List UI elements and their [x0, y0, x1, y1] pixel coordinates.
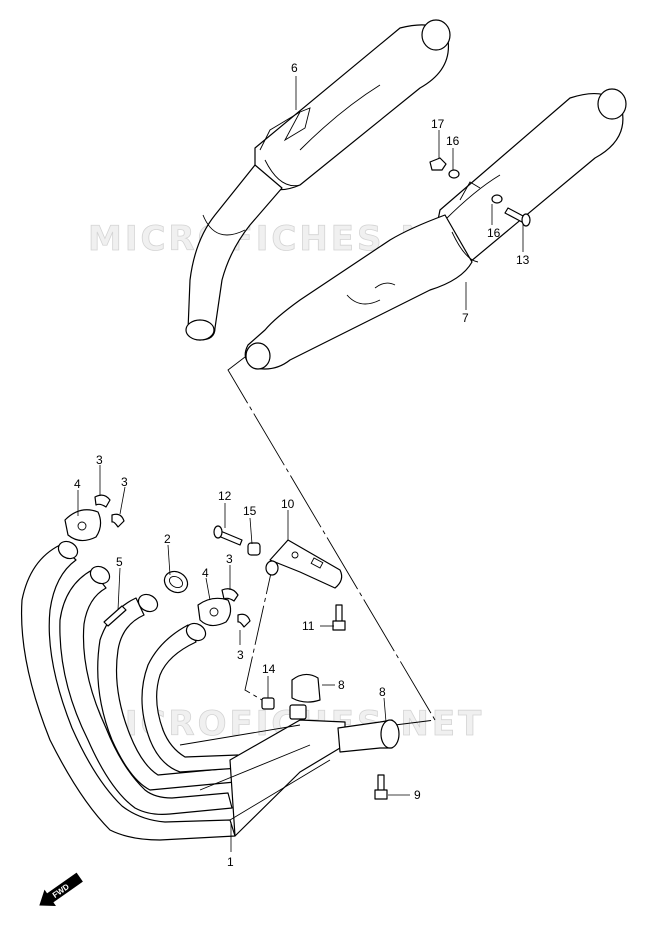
retainer-3-set[interactable]: [94, 494, 251, 628]
callout-2: 2: [164, 532, 171, 546]
bolt-9[interactable]: [374, 774, 388, 800]
exhaust-header-pipes[interactable]: [20, 538, 346, 841]
callout-6: 6: [291, 61, 298, 75]
bolt-12[interactable]: [213, 525, 243, 546]
callout-7: 7: [462, 311, 469, 325]
muffler-right[interactable]: [244, 88, 627, 370]
callout-17: 17: [431, 117, 445, 131]
muffler-bracket-10[interactable]: [265, 539, 343, 589]
callout-3-a: 3: [96, 453, 103, 467]
nut-17[interactable]: [429, 157, 447, 171]
washer-16-upper[interactable]: [448, 169, 460, 179]
callout-12: 12: [218, 489, 232, 503]
collar-15[interactable]: [247, 542, 261, 556]
callout-8-clamp: 8: [338, 678, 345, 692]
muffler-left[interactable]: [185, 19, 451, 341]
callout-13: 13: [516, 253, 530, 267]
callout-3-c: 3: [226, 552, 233, 566]
flange-4-lower[interactable]: [197, 597, 232, 627]
callout-9: 9: [414, 788, 421, 802]
leader-lines: [77, 76, 524, 852]
stud-bolt-5[interactable]: [103, 605, 127, 627]
callout-labels: 6 17 16 16 13 7 3 3 4 12 10 15 2 5 3 4 1…: [74, 61, 530, 869]
callout-3-d: 3: [237, 648, 244, 662]
forward-arrow-icon: FWD: [39, 872, 83, 907]
callout-8-joint: 8: [379, 685, 386, 699]
callout-10: 10: [281, 497, 295, 511]
gasket-2[interactable]: [161, 567, 192, 596]
washer-16-lower[interactable]: [491, 194, 503, 204]
joint-pipe-clamp[interactable]: [289, 673, 400, 753]
assembly-outline: [227, 356, 436, 726]
callout-5: 5: [116, 555, 123, 569]
callout-16-lower: 16: [487, 226, 501, 240]
callout-1: 1: [227, 855, 234, 869]
bolt-11[interactable]: [332, 604, 346, 631]
callout-16-upper: 16: [446, 134, 460, 148]
callout-15: 15: [243, 504, 257, 518]
callout-4-lower: 4: [202, 566, 209, 580]
callout-4-upper: 4: [74, 477, 81, 491]
callout-3-b: 3: [121, 475, 128, 489]
callout-11: 11: [302, 619, 315, 633]
nut-14[interactable]: [261, 697, 275, 710]
callout-14: 14: [262, 662, 276, 676]
bolt-13[interactable]: [504, 207, 531, 227]
flange-4-upper[interactable]: [64, 509, 102, 542]
